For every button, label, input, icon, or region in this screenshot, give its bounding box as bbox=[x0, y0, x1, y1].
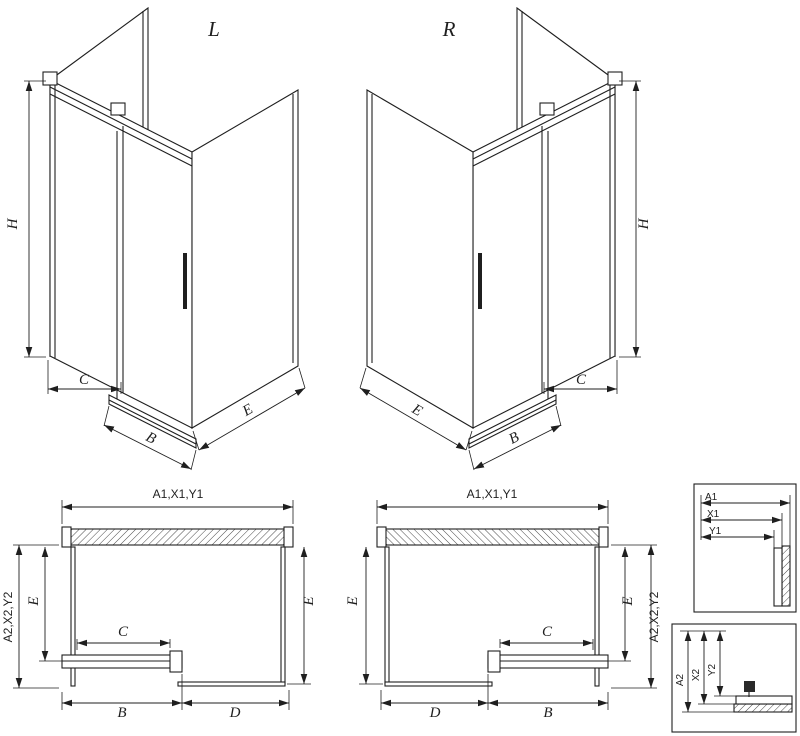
iso-right-art bbox=[360, 8, 641, 470]
plan-right-b: B bbox=[543, 705, 552, 721]
roller-block bbox=[744, 681, 755, 692]
bottom-profile-section bbox=[733, 703, 793, 713]
detail-bottom-frame bbox=[671, 623, 797, 733]
dim-label-e-right: E bbox=[408, 401, 425, 420]
detail-view-top: A1 X1 Y1 bbox=[693, 483, 797, 613]
detail-x2-label: X2 bbox=[691, 668, 702, 681]
plan-left-e-left: E bbox=[26, 596, 42, 606]
plan-left-depth-dim: A2,X2,Y2 bbox=[1, 591, 15, 642]
plan-left-d: D bbox=[229, 705, 241, 721]
dim-label-b-right: B bbox=[506, 429, 521, 447]
detail-y1-label: Y1 bbox=[709, 526, 722, 537]
plan-left-b: B bbox=[117, 705, 126, 721]
iso-left-art bbox=[24, 8, 305, 470]
detail-a1-label: A1 bbox=[705, 492, 718, 503]
bottom-glass-section bbox=[735, 695, 793, 705]
plan-right-depth-dim: A2,X2,Y2 bbox=[647, 591, 661, 642]
plan-right-d: D bbox=[429, 705, 441, 721]
plan-left-art bbox=[13, 500, 311, 710]
detail-view-bottom: A2 X2 Y2 bbox=[671, 623, 797, 733]
plan-right-width-dim: A1,X1,Y1 bbox=[467, 487, 518, 501]
detail-a2-label: A2 bbox=[675, 673, 686, 686]
variant-label-right: R bbox=[442, 17, 456, 41]
detail-y2-label: Y2 bbox=[707, 663, 718, 676]
plan-left-width-dim: A1,X1,Y1 bbox=[153, 487, 204, 501]
glass-section bbox=[773, 547, 783, 607]
iso-view-right: R H C B E bbox=[360, 8, 652, 470]
dim-label-h-right: H bbox=[636, 217, 652, 230]
plan-left-c: C bbox=[118, 624, 129, 640]
detail-x1-label: X1 bbox=[707, 509, 720, 520]
plan-right-art bbox=[359, 500, 657, 710]
dim-label-b-left: B bbox=[143, 429, 158, 447]
variant-label-left: L bbox=[207, 17, 220, 41]
plan-view-right: A1,X1,Y1 A2,X2,Y2 E E C B D bbox=[345, 487, 661, 721]
dim-label-c-left: C bbox=[79, 372, 90, 388]
plan-right-e-right: E bbox=[620, 596, 636, 606]
plan-right-e-left: E bbox=[345, 596, 361, 606]
plan-view-left: A1,X1,Y1 A2,X2,Y2 E E C B D bbox=[1, 487, 317, 721]
iso-view-left: L H C B E bbox=[5, 8, 305, 470]
dim-label-e-left: E bbox=[239, 401, 256, 420]
dim-label-h-left: H bbox=[5, 217, 21, 230]
detail-top-frame bbox=[693, 483, 797, 613]
dim-label-c-right: C bbox=[576, 372, 587, 388]
plan-right-c: C bbox=[542, 624, 553, 640]
plan-left-e-right: E bbox=[301, 596, 317, 606]
wall-profile-section bbox=[781, 545, 791, 607]
